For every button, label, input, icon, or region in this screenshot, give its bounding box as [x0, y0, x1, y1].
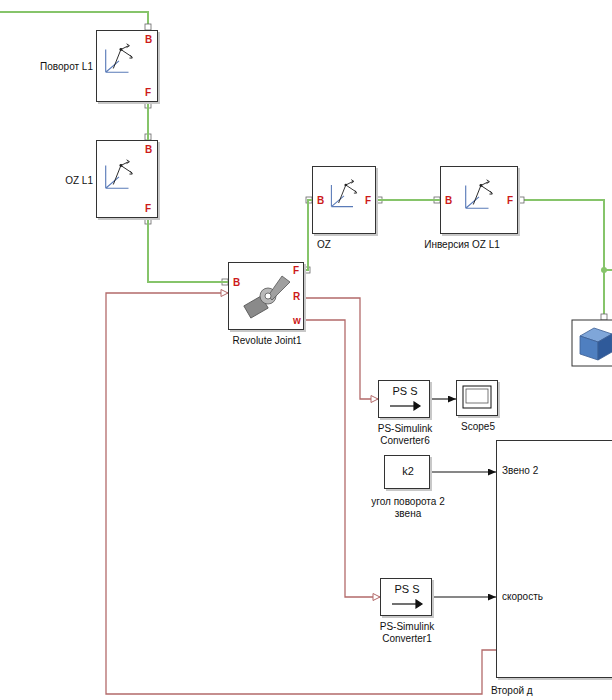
transform-icon — [106, 160, 133, 189]
connection-line — [148, 218, 228, 282]
block-label: Второй д — [491, 685, 533, 697]
transform-icon — [466, 180, 493, 209]
port-letter: B — [145, 34, 152, 46]
port-letter: B — [445, 195, 452, 207]
constant-block: k2угол поворота 2 звена — [384, 455, 430, 489]
connection-line — [147, 102, 149, 140]
signal-line — [430, 398, 456, 399]
block-label: Поворот L1 — [9, 61, 93, 73]
port-letter: B — [145, 144, 152, 156]
junction-dot — [601, 267, 607, 273]
block-label: PS-Simulink Converter6 — [363, 423, 447, 447]
signal-line — [304, 298, 378, 399]
block-label: Scope5 — [447, 421, 509, 433]
subsystem-block: Звено 2скоростьВторой д — [496, 440, 612, 678]
transform-icon — [331, 180, 356, 207]
revolute-joint-block: Revolute Joint1BFRw — [228, 262, 304, 330]
block-content: PS S — [381, 583, 433, 595]
converter-block: PS-Simulink Converter1PS S — [380, 578, 432, 616]
port-letter: B — [317, 195, 324, 207]
transform-block: Поворот L1BF — [96, 30, 158, 102]
port-letter: F — [365, 195, 371, 207]
port-letter: F — [507, 195, 513, 207]
port-squares — [145, 24, 607, 320]
block-label: OZ L1 — [35, 175, 93, 187]
transform-block: OZ L1BF — [96, 140, 158, 218]
block-label: скорость — [502, 591, 543, 603]
port-letter: R — [293, 291, 300, 303]
block-label: OZ — [317, 239, 331, 251]
block-label: Инверсия OZ L1 — [401, 239, 523, 251]
signal-line — [432, 596, 496, 597]
solid-block — [572, 320, 612, 366]
converter-block: PS-Simulink Converter6PS S — [378, 380, 430, 418]
block-label: Звено 2 — [502, 465, 538, 477]
port-letter: w — [293, 315, 301, 327]
signal-line — [106, 293, 496, 694]
transform-block: Инверсия OZ L1BF — [440, 166, 518, 234]
port-letter: F — [293, 265, 299, 277]
connection-line — [304, 200, 312, 270]
connection-line — [0, 12, 148, 30]
block-content: PS S — [379, 385, 431, 397]
transform-block: OZBF — [312, 166, 376, 234]
signal-line — [304, 320, 380, 597]
signal-line — [430, 471, 496, 472]
scope-icon — [463, 386, 491, 408]
connection-line — [518, 200, 612, 320]
revolute-icon — [244, 276, 290, 318]
port-letter: B — [233, 277, 240, 289]
block-label: Revolute Joint1 — [215, 335, 319, 347]
block-label: PS-Simulink Converter1 — [365, 621, 449, 645]
port-letter: F — [145, 203, 151, 215]
port-letter: F — [145, 87, 151, 99]
scope-block: Scope5 — [456, 380, 498, 416]
transform-icon — [106, 44, 133, 73]
connection-line — [376, 199, 440, 201]
block-label: угол поворота 2 звена — [369, 496, 447, 520]
block-content: k2 — [385, 465, 431, 477]
